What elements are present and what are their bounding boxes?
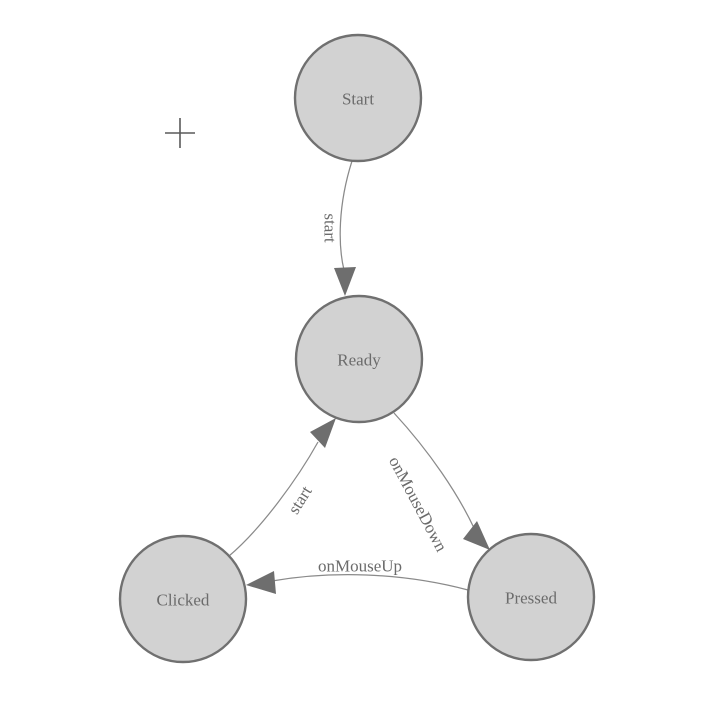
edge-clicked-to-ready[interactable]: start [228,418,336,557]
state-node-pressed[interactable]: Pressed [466,532,596,662]
state-node-start[interactable]: Start [293,33,423,163]
edge-start-to-ready-path [339,160,353,271]
arrowhead-into-ready-lower-left [310,418,336,448]
state-node-ready-circle[interactable] [294,294,424,424]
edge-ready-to-pressed[interactable]: onMouseDown [385,412,490,555]
state-node-pressed-label: Pressed [505,589,557,608]
state-node-clicked-label: Clicked [157,591,210,610]
edge-label-ready-to-pressed: onMouseDown [385,453,451,555]
plus-marker [165,118,195,148]
state-node-ready-label: Ready [337,351,381,370]
edge-label-start-to-ready: start [321,213,340,243]
arrowhead-into-clicked [246,571,276,594]
state-node-start-circle[interactable] [293,33,423,163]
state-node-start-label: Start [342,90,374,109]
edge-pressed-to-clicked[interactable]: onMouseUp [246,557,469,595]
arrowhead-into-pressed [463,521,490,550]
state-node-pressed-circle[interactable] [466,532,596,662]
arrowhead-into-ready-top [334,267,356,296]
edge-clicked-to-ready-path [228,441,319,557]
edge-ready-to-pressed-path [393,412,475,529]
state-node-clicked[interactable]: Clicked [118,534,248,664]
edge-pressed-to-clicked-path [271,574,469,591]
edge-start-to-ready[interactable]: start [321,160,357,296]
edge-label-pressed-to-clicked: onMouseUp [318,557,402,576]
state-node-ready[interactable]: Ready [294,294,424,424]
state-node-clicked-circle[interactable] [118,534,248,664]
